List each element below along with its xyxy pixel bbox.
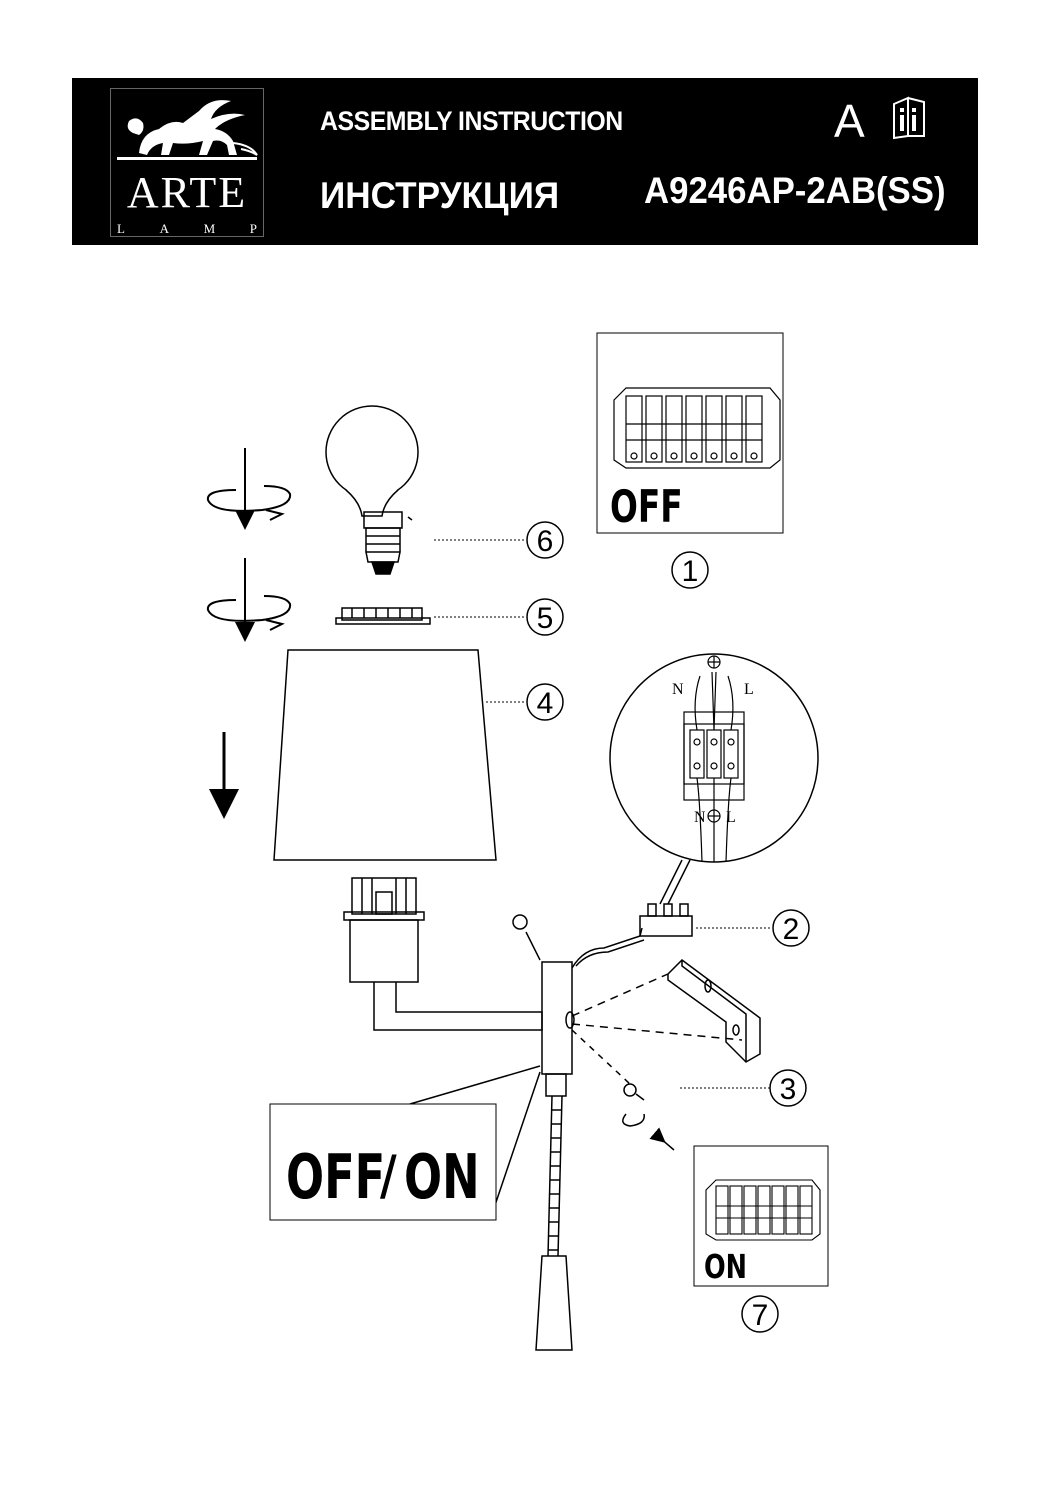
logo-subtitle: L A M P xyxy=(117,221,257,237)
bulb xyxy=(325,405,419,575)
off-label: OFF xyxy=(610,482,683,533)
lamp-shade xyxy=(273,649,497,861)
wire-n-top: N xyxy=(672,681,684,698)
callout-3 xyxy=(769,1069,807,1107)
callout-1 xyxy=(671,551,709,589)
callout-2 xyxy=(772,909,810,947)
gooseneck-light xyxy=(409,1065,573,1351)
label-4: 4 xyxy=(537,687,554,720)
logo-letter: L xyxy=(117,221,125,236)
switch-box-off: OFF xyxy=(596,332,784,534)
title-russian: ИНСТРУКЦИЯ xyxy=(320,175,560,216)
model-number: A9246AP-2AB(SS) xyxy=(644,170,946,211)
off-on-switch-panel: OFF / ON xyxy=(269,1103,497,1221)
off-label: OFF xyxy=(286,1141,385,1213)
label-3: 3 xyxy=(780,1073,797,1106)
logo-letter: M xyxy=(203,221,216,236)
on-label: ON xyxy=(704,1248,747,1286)
manual-info-icon xyxy=(893,96,925,140)
wiring-detail: N L N L xyxy=(609,653,819,863)
switch-box-on: ON xyxy=(693,1145,829,1287)
lamp-holder xyxy=(343,877,543,1031)
logo-letter: P xyxy=(249,221,257,236)
ring-nut xyxy=(335,607,431,625)
screw xyxy=(622,1083,675,1151)
callout-6 xyxy=(526,521,564,559)
title-english: ASSEMBLY INSTRUCTION xyxy=(320,106,623,136)
language-letter: A xyxy=(834,95,865,147)
label-1: 1 xyxy=(682,555,699,588)
label-6: 6 xyxy=(537,525,554,558)
callout-4 xyxy=(526,683,564,721)
callout-7 xyxy=(741,1295,779,1333)
wire-l-bottom: L xyxy=(726,809,736,826)
wire-n-bottom: N xyxy=(694,809,706,826)
brand-logo: ARTE L A M P xyxy=(110,88,264,237)
logo-wordmark: ARTE xyxy=(126,168,248,217)
callout-5 xyxy=(526,598,564,636)
label-7: 7 xyxy=(752,1299,769,1332)
slash-separator: / xyxy=(380,1144,397,1211)
wall-plate xyxy=(512,914,645,1075)
rotate-down-arrow-icon xyxy=(206,448,292,530)
terminal-block xyxy=(639,859,693,937)
wire-l-top: L xyxy=(744,681,754,698)
header-banner: ARTE L A M P ASSEMBLY INSTRUCTION ИНСТРУ… xyxy=(72,78,978,245)
mounting-bracket xyxy=(571,959,761,1085)
label-5: 5 xyxy=(537,602,554,635)
rotate-down-arrow-icon xyxy=(206,558,292,642)
label-2: 2 xyxy=(783,913,800,946)
logo-letter: A xyxy=(159,221,169,236)
on-label: ON xyxy=(404,1141,480,1213)
winged-lion-icon xyxy=(117,100,258,160)
